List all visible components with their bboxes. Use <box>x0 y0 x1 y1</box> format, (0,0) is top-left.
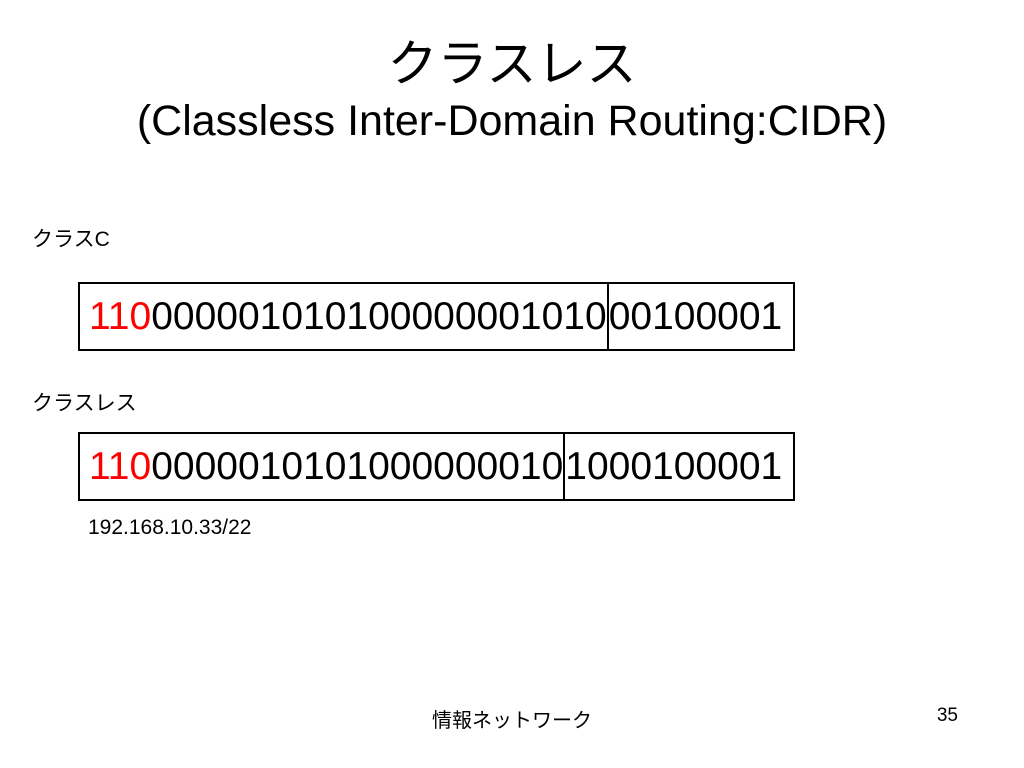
class-c-host-bits: 00100001 <box>606 284 793 349</box>
title-english: (Classless Inter-Domain Routing:CIDR) <box>136 97 888 145</box>
label-class-c: クラスC <box>32 228 110 251</box>
classless-host-bits: 1000100001 <box>563 434 793 499</box>
footer-title: 情報ネットワーク <box>432 710 592 732</box>
class-c-prefix-bits: 110 <box>89 294 152 338</box>
page-number: 35 <box>936 705 958 726</box>
slide-title: クラスレス (Classless Inter-Domain Routing:CI… <box>0 34 1024 150</box>
classless-network-rest-bits: 0000010101000000010 <box>151 444 564 488</box>
cidr-address: 192.168.10.33/22 <box>88 516 252 539</box>
class-c-host-bits-text: 00100001 <box>608 294 783 338</box>
classless-prefix-bits: 110 <box>89 444 152 488</box>
label-classless: クラスレス <box>32 392 137 415</box>
classless-host-bits-text: 1000100001 <box>565 444 783 488</box>
title-japanese: クラスレス <box>387 36 637 92</box>
class-c-network-rest-bits: 000001010100000001010 <box>151 294 607 338</box>
